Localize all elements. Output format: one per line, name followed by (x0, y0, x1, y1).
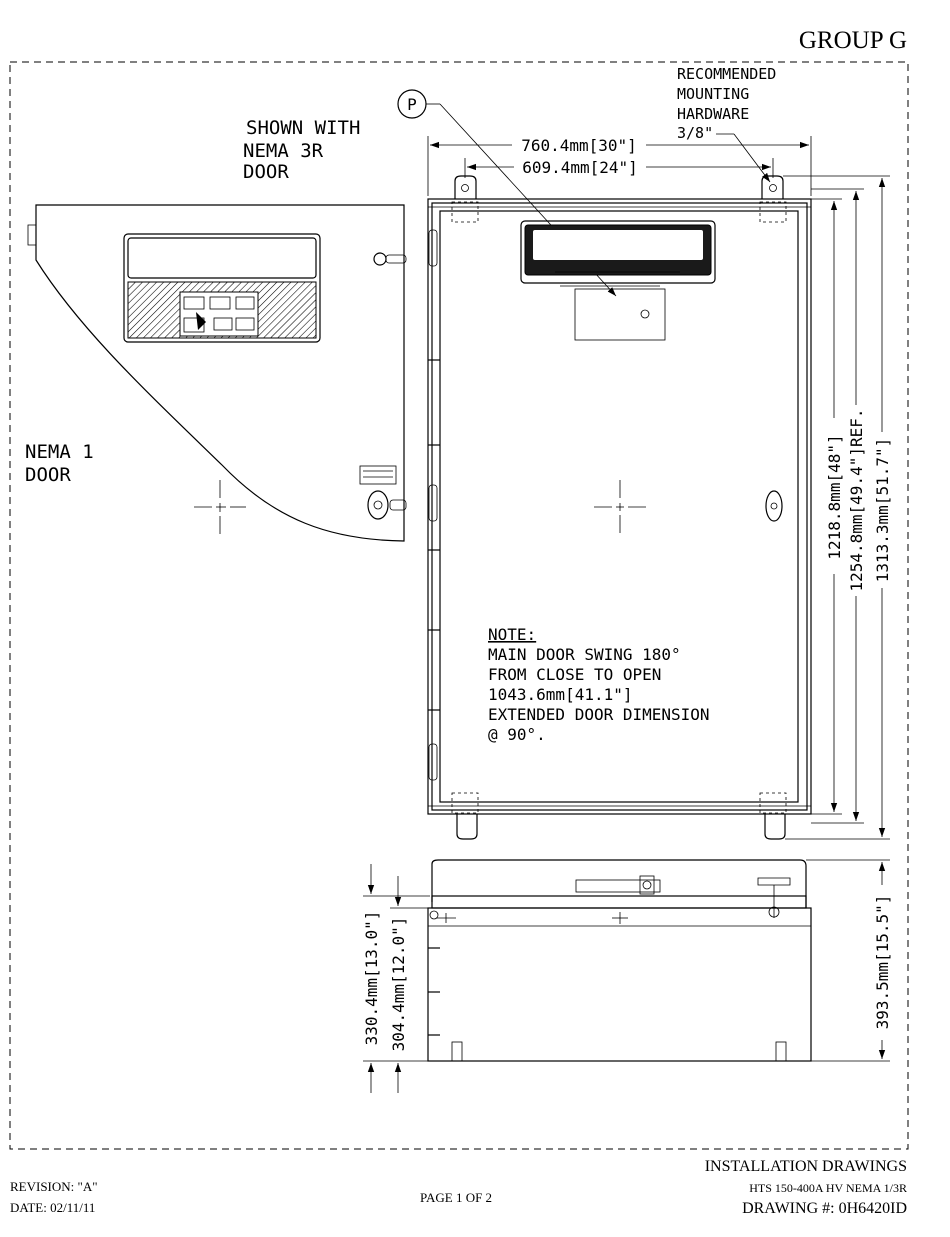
enclosure-side-view (427, 859, 812, 1062)
svg-text:304.4mm[12.0"]: 304.4mm[12.0"] (389, 917, 408, 1052)
svg-text:1313.3mm[51.7"]: 1313.3mm[51.7"] (873, 438, 892, 583)
svg-text:DOOR: DOOR (25, 464, 71, 486)
dimension-height-3: 1313.3mm[51.7"] (783, 175, 892, 840)
svg-text:NEMA 1: NEMA 1 (25, 441, 94, 463)
svg-text:MOUNTING: MOUNTING (677, 85, 749, 103)
hardware-callout: RECOMMENDED MOUNTING HARDWARE 3/8" (677, 65, 776, 183)
nema1-door-view (27, 204, 407, 542)
dimension-width-overall: 760.4mm[30"] (427, 136, 812, 196)
dimension-depth-2: 304.4mm[12.0"] (389, 876, 428, 1093)
svg-text:3/8": 3/8" (677, 124, 713, 142)
svg-text:HARDWARE: HARDWARE (677, 105, 749, 123)
svg-text:NOTE:: NOTE: (488, 625, 536, 644)
svg-text:P: P (407, 95, 417, 114)
svg-text:760.4mm[30"]: 760.4mm[30"] (521, 136, 637, 155)
svg-text:EXTENDED DOOR DIMENSION: EXTENDED DOOR DIMENSION (488, 705, 710, 724)
door-swing-note: NOTE: MAIN DOOR SWING 180° FROM CLOSE TO… (488, 625, 710, 744)
svg-text:@ 90°.: @ 90°. (488, 725, 546, 744)
svg-text:MAIN DOOR SWING 180°: MAIN DOOR SWING 180° (488, 645, 681, 664)
svg-text:FROM CLOSE TO OPEN: FROM CLOSE TO OPEN (488, 665, 661, 684)
page-number: PAGE 1 OF 2 (420, 1190, 492, 1205)
drawing-subtitle: HTS 150-400A HV NEMA 1/3R (749, 1181, 907, 1195)
group-label: GROUP G (799, 27, 907, 54)
svg-text:1218.8mm[48"]: 1218.8mm[48"] (825, 434, 844, 559)
svg-text:1254.8mm[49.4"]REF.: 1254.8mm[49.4"]REF. (847, 408, 866, 591)
revision-label: REVISION: "A" (10, 1179, 98, 1194)
shown-with-label: SHOWN WITH NEMA 3R DOOR (243, 117, 360, 183)
svg-text:DOOR: DOOR (243, 161, 289, 183)
svg-text:NEMA 3R: NEMA 3R (243, 140, 324, 162)
nema1-door-label: NEMA 1 DOOR (25, 441, 94, 486)
dimension-width-mount: 609.4mm[24"] (464, 158, 774, 178)
svg-text:609.4mm[24"]: 609.4mm[24"] (522, 158, 638, 177)
drawing-title: INSTALLATION DRAWINGS (705, 1158, 907, 1175)
dimension-depth-3: 393.5mm[15.5"] (806, 859, 892, 1062)
enclosure-front-view (427, 175, 812, 840)
svg-text:330.4mm[13.0"]: 330.4mm[13.0"] (362, 911, 381, 1046)
svg-text:RECOMMENDED: RECOMMENDED (677, 65, 776, 83)
drawing-number: DRAWING #: 0H6420ID (742, 1200, 907, 1217)
svg-text:1043.6mm[41.1"]: 1043.6mm[41.1"] (488, 685, 633, 704)
dimension-height-1: 1218.8mm[48"] (811, 198, 844, 815)
dimension-depth-1: 330.4mm[13.0"] (362, 864, 430, 1093)
date-label: DATE: 02/11/11 (10, 1200, 95, 1215)
drawing-border (9, 61, 909, 1150)
dimension-height-2: 1254.8mm[49.4"]REF. (811, 188, 866, 824)
svg-text:SHOWN WITH: SHOWN WITH (246, 117, 360, 139)
svg-text:393.5mm[15.5"]: 393.5mm[15.5"] (873, 895, 892, 1030)
